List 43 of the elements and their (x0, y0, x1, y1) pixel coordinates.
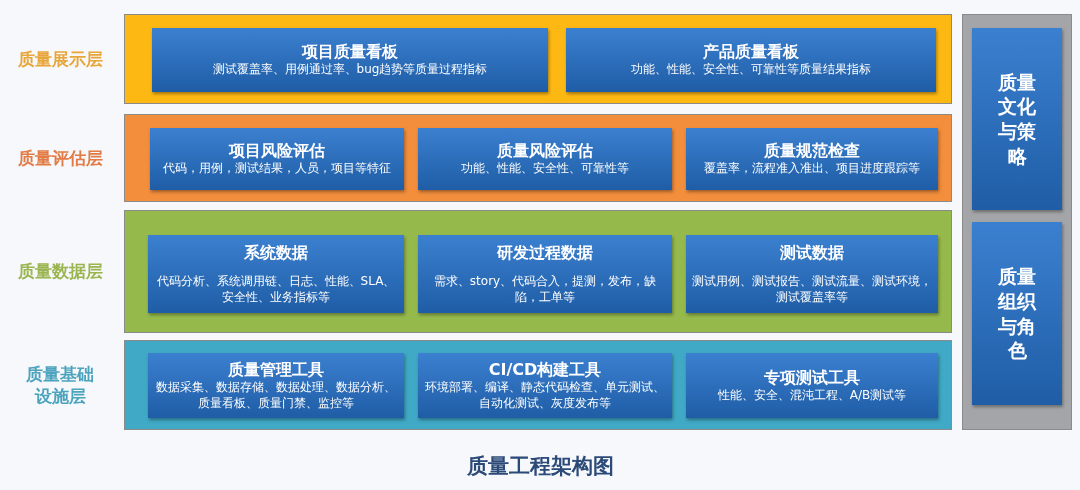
box-title: 质量风险评估 (497, 141, 593, 162)
component-box (148, 235, 404, 313)
box-title: CI/CD构建工具 (488, 359, 602, 380)
box-description: 性能、安全、混沌工程、A/B测试等 (717, 387, 907, 404)
box-title: 系统数据 (244, 242, 308, 263)
box-description: 数据采集、数据存储、数据处理、数据分析、质量看板、质量门禁、监控等 (155, 379, 397, 412)
component-box (566, 28, 936, 92)
box-title: 项目风险评估 (229, 141, 325, 162)
box-description: 代码，用例，测试结果，人员，项目等特征 (163, 161, 391, 177)
component-box (972, 28, 1062, 210)
box-description: 功能、性能、安全性、可靠性等质量结果指标 (631, 62, 871, 78)
component-box (418, 128, 672, 190)
box-title: 质量文化与策略 (997, 69, 1037, 169)
box-title: 产品质量看板 (703, 42, 799, 63)
component-box (972, 222, 1062, 405)
box-title: 专项测试工具 (764, 367, 860, 388)
component-box (148, 353, 404, 418)
layer-heading: 质量评估层 (17, 146, 103, 170)
component-box (152, 28, 548, 92)
component-box (150, 128, 404, 190)
component-box (418, 353, 672, 418)
box-title: 质量规范检查 (764, 141, 860, 162)
box-title: 测试数据 (780, 242, 844, 263)
box-description: 代码分析、系统调用链、日志、性能、SLA、安全性、业务指标等 (155, 274, 397, 306)
box-description: 覆盖率，流程准入准出、项目进度跟踪等 (704, 161, 920, 177)
layer-heading: 质量展示层 (17, 47, 103, 71)
box-description: 功能、性能、安全性、可靠性等 (461, 161, 629, 177)
box-title: 研发过程数据 (497, 242, 593, 263)
component-box (418, 235, 672, 313)
box-description: 环境部署、编译、静态代码检查、单元测试、自动化测试、灰度发布等 (424, 379, 666, 412)
box-title: 质量管理工具 (228, 359, 324, 380)
component-box (686, 235, 938, 313)
component-box (686, 128, 938, 190)
box-description: 测试用例、测试报告、测试流量、测试环境，测试覆盖率等 (692, 274, 932, 306)
component-box (686, 353, 938, 418)
side-panel (962, 14, 1072, 430)
box-description: 测试覆盖率、用例通过率、bug趋势等质量过程指标 (212, 62, 488, 78)
box-description: 需求、story、代码合入，提测，发布，缺陷，工单等 (432, 274, 658, 306)
box-title: 项目质量看板 (302, 42, 398, 63)
layer-heading: 质量基础设施层 (25, 362, 95, 408)
box-title: 质量组织与角色 (997, 264, 1037, 363)
diagram-caption: 质量工程架构图 (465, 452, 615, 480)
layer-heading: 质量数据层 (17, 260, 103, 283)
